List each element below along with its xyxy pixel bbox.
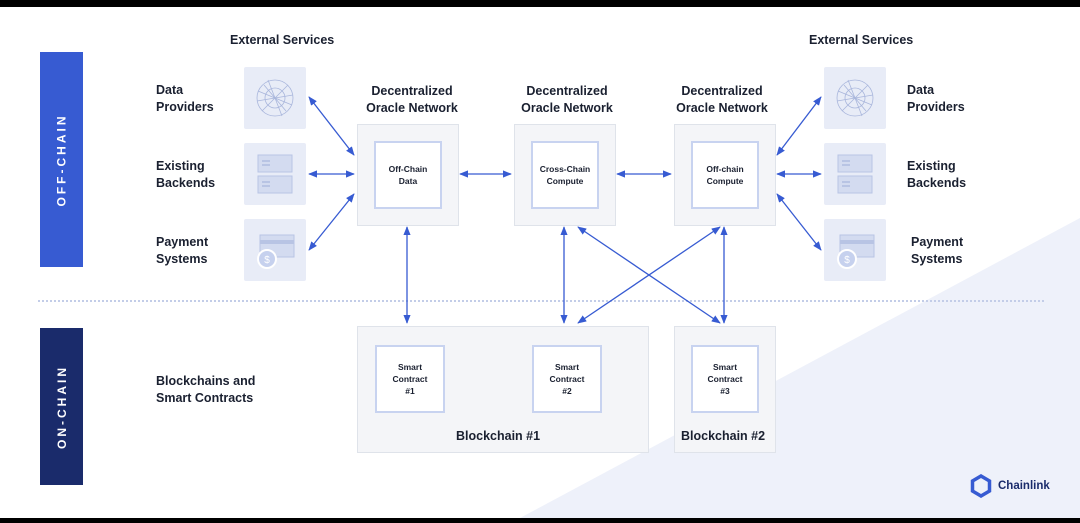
offchain-section-bar: OFF-CHAIN	[40, 52, 83, 267]
arrow-payment-left	[308, 193, 355, 251]
onchain-section-bar: ON-CHAIN	[40, 328, 83, 485]
arrow-data-providers-left	[308, 96, 355, 156]
chainlink-logo: Chainlink	[970, 474, 1050, 498]
payment-card-icon: $	[824, 219, 886, 281]
blockchain-2-label: Blockchain #2	[681, 429, 766, 443]
arrow-data-providers-right	[776, 96, 822, 156]
external-services-right-header: External Services	[809, 33, 914, 47]
blockchain-1-label: Blockchain #1	[456, 429, 541, 443]
arrow-payment-right	[776, 193, 822, 251]
globe-network-icon	[824, 67, 886, 129]
connection-arrows	[308, 96, 822, 324]
section-divider	[38, 300, 1044, 302]
svg-text:$: $	[844, 255, 850, 266]
server-rack-icon	[824, 143, 886, 205]
brand-name: Chainlink	[998, 480, 1050, 492]
svg-text:$: $	[264, 255, 270, 266]
external-services-left-header: External Services	[230, 33, 335, 47]
architecture-diagram: OFF-CHAIN ON-CHAIN External Services Ext…	[0, 7, 1080, 518]
globe-network-icon	[244, 67, 306, 129]
payment-card-icon: $	[244, 219, 306, 281]
server-rack-icon	[244, 143, 306, 205]
arrow-don3-contract2	[577, 226, 721, 324]
chainlink-hexagon-icon	[970, 474, 992, 498]
